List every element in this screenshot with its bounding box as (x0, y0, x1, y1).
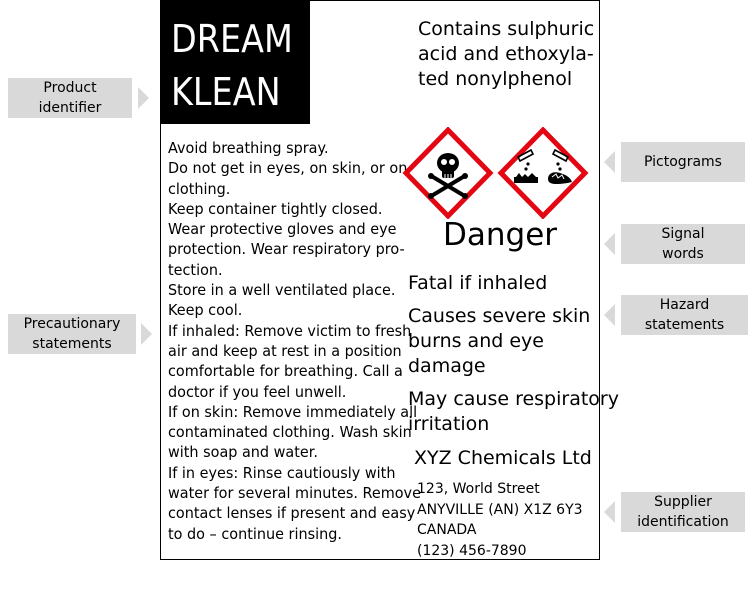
supplier-address-line: ANYVILLE (AN) X1Z 6Y3 (417, 501, 583, 518)
corrosion-icon (497, 127, 589, 219)
precaution-line: Keep container tightly closed. (168, 199, 383, 218)
precaution-line: to do – continue rinsing. (168, 524, 342, 543)
supplier-address: 123, World Street ANYVILLE (AN) X1Z 6Y3 … (417, 479, 583, 561)
precaution-line: tection. (168, 260, 223, 279)
callout-arrow (138, 87, 149, 109)
precaution-line: Keep cool. (168, 301, 243, 320)
supplier-address-line: (123) 456-7890 (417, 542, 527, 559)
precaution-line: Avoid breathing spray. (168, 139, 329, 157)
precaution-line: Store in a well ventilated place. (168, 281, 396, 300)
precaution-line: Do not get in eyes, on skin, or on (168, 159, 408, 178)
supplier-address-line: 123, World Street (417, 481, 540, 497)
callout-pictograms: Pictograms (621, 142, 745, 182)
signal-word: Danger (443, 217, 558, 253)
callout-arrow (604, 151, 615, 173)
precaution-line: protection. Wear respiratory pro- (168, 240, 405, 259)
callout-product-identifier: Product identifier (8, 78, 132, 118)
hazard-line: Causes severe skin (408, 305, 591, 327)
precaution-line: with soap and water. (168, 443, 318, 462)
precaution-line: comfortable for breathing. Call a (168, 362, 403, 381)
chemical-label: DREAM KLEAN Contains sulphuric acid and … (160, 0, 619, 561)
callout-arrow (604, 501, 615, 523)
callout-supplier-identification: Supplier identification (621, 492, 745, 532)
precautionary-statements: Avoid breathing spray. Do not get in eye… (168, 138, 421, 544)
ingredients-line: acid and ethoxyla- (418, 43, 594, 65)
callout-arrow (141, 323, 152, 345)
precaution-line: water for several minutes. Remove (168, 484, 421, 503)
skull-crossbones-icon (402, 127, 494, 219)
hazard-line: irritation (408, 413, 490, 435)
precaution-line: contaminated clothing. Wash skin (168, 423, 412, 442)
product-name-line-1: DREAM (171, 17, 293, 61)
hazard-line: burns and eye (408, 330, 544, 352)
supplier-name: XYZ Chemicals Ltd (414, 447, 592, 469)
hazard-statement: May cause respiratory irritation (408, 387, 619, 437)
hazard-statements: Fatal if inhaled Causes severe skin burn… (408, 271, 619, 445)
callout-arrow (604, 233, 615, 255)
precaution-line: If inhaled: Remove victim to fresh (168, 321, 412, 340)
callout-hazard-statements: Hazard statements (621, 295, 748, 335)
callout-precautionary-statements: Precautionary statements (8, 314, 136, 354)
supplier-address-line: CANADA (417, 522, 477, 538)
product-identifier: DREAM KLEAN (161, 1, 310, 124)
callout-arrow (604, 304, 615, 326)
product-name-line-2: KLEAN (171, 70, 281, 114)
precaution-line: If in eyes: Rinse cautiously with (168, 463, 396, 482)
precaution-line: air and keep at rest in a position (168, 341, 402, 360)
hazard-line: damage (408, 355, 486, 377)
ingredients-line: ted nonylphenol (418, 68, 573, 90)
hazard-pictograms (402, 127, 589, 219)
precaution-line: If on skin: Remove immediately all (168, 402, 418, 421)
precaution-line: clothing. (168, 179, 231, 198)
ingredients-line: Contains sulphuric (418, 18, 595, 40)
precaution-line: contact lenses if present and easy (168, 504, 416, 523)
hazard-line: Fatal if inhaled (408, 272, 548, 294)
ingredients-statement: Contains sulphuric acid and ethoxyla- te… (418, 17, 603, 92)
precaution-line: Wear protective gloves and eye (168, 220, 397, 239)
hazard-statement: Fatal if inhaled (408, 271, 619, 296)
hazard-statement: Causes severe skin burns and eye damage (408, 304, 619, 379)
precaution-line: doctor if you feel unwell. (168, 382, 347, 401)
callout-signal-words: Signal words (621, 224, 745, 264)
hazard-line: May cause respiratory (408, 388, 619, 410)
